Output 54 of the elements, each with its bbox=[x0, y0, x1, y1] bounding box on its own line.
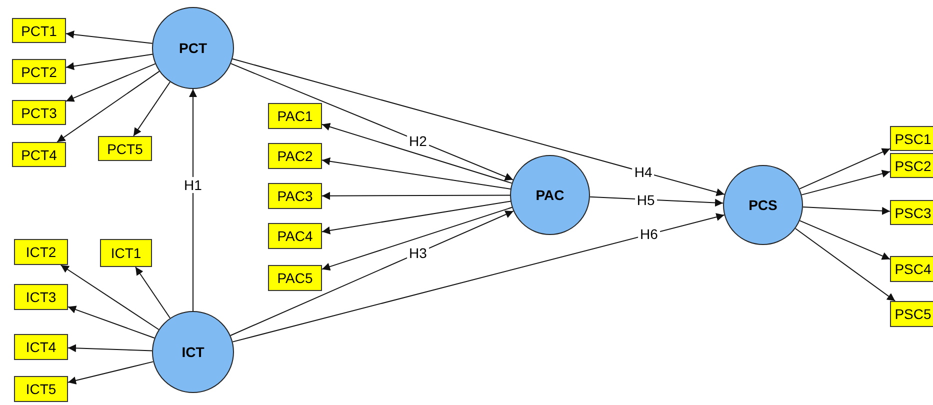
indicator-box: PSC3 bbox=[890, 200, 933, 225]
indicator-box: PSC1 bbox=[890, 126, 933, 151]
indicator-box: ICT2 bbox=[14, 239, 68, 265]
indicator-box: PAC5 bbox=[268, 265, 322, 291]
indicator-box: PCT5 bbox=[98, 136, 152, 161]
arrow bbox=[322, 192, 510, 200]
construct-circle: PCT bbox=[152, 7, 234, 89]
arrow bbox=[322, 206, 512, 271]
construct-circle: ICT bbox=[152, 311, 234, 393]
arrow bbox=[794, 228, 896, 302]
arrow bbox=[799, 148, 890, 190]
arrow bbox=[66, 54, 153, 70]
indicator-box: ICT1 bbox=[100, 239, 152, 267]
edge-label: H6 bbox=[638, 226, 660, 242]
arrow bbox=[799, 220, 890, 260]
indicator-box: PCT3 bbox=[12, 100, 66, 125]
indicator-box: PCT2 bbox=[12, 59, 66, 84]
indicator-box: PAC4 bbox=[268, 223, 322, 249]
indicator-box: PSC4 bbox=[890, 256, 933, 282]
arrow bbox=[232, 213, 725, 342]
arrow bbox=[189, 88, 197, 312]
arrow bbox=[322, 122, 512, 184]
arrow bbox=[68, 361, 154, 384]
arrow bbox=[230, 210, 514, 336]
arrow bbox=[802, 206, 890, 215]
arrow bbox=[230, 63, 514, 180]
indicator-box: PSC5 bbox=[890, 301, 933, 327]
arrow bbox=[68, 344, 152, 352]
construct-circle: PAC bbox=[510, 155, 590, 235]
edge-label: H2 bbox=[406, 132, 429, 149]
arrow bbox=[322, 157, 511, 190]
indicator-box: PCT4 bbox=[12, 142, 66, 167]
indicator-box: PSC2 bbox=[890, 153, 933, 178]
edge-label: H1 bbox=[182, 176, 204, 193]
indicator-box: ICT3 bbox=[14, 284, 68, 310]
indicator-box: ICT4 bbox=[14, 334, 68, 360]
arrow bbox=[68, 306, 155, 338]
edge-label: H3 bbox=[406, 245, 429, 262]
construct-circle: PCS bbox=[723, 165, 803, 245]
arrow bbox=[66, 63, 156, 102]
arrow bbox=[801, 170, 890, 196]
arrow bbox=[590, 196, 724, 207]
indicator-box: PCT1 bbox=[12, 18, 66, 43]
arrow bbox=[66, 30, 153, 44]
arrow bbox=[60, 264, 160, 330]
arrow bbox=[322, 200, 511, 234]
indicator-box: PAC3 bbox=[268, 183, 322, 209]
indicator-box: PAC1 bbox=[268, 103, 322, 129]
indicator-box: ICT5 bbox=[14, 376, 68, 402]
arrow bbox=[133, 82, 170, 136]
arrow bbox=[232, 58, 725, 196]
arrow bbox=[135, 266, 170, 318]
indicator-box: PAC2 bbox=[268, 143, 322, 169]
arrow bbox=[56, 70, 160, 142]
